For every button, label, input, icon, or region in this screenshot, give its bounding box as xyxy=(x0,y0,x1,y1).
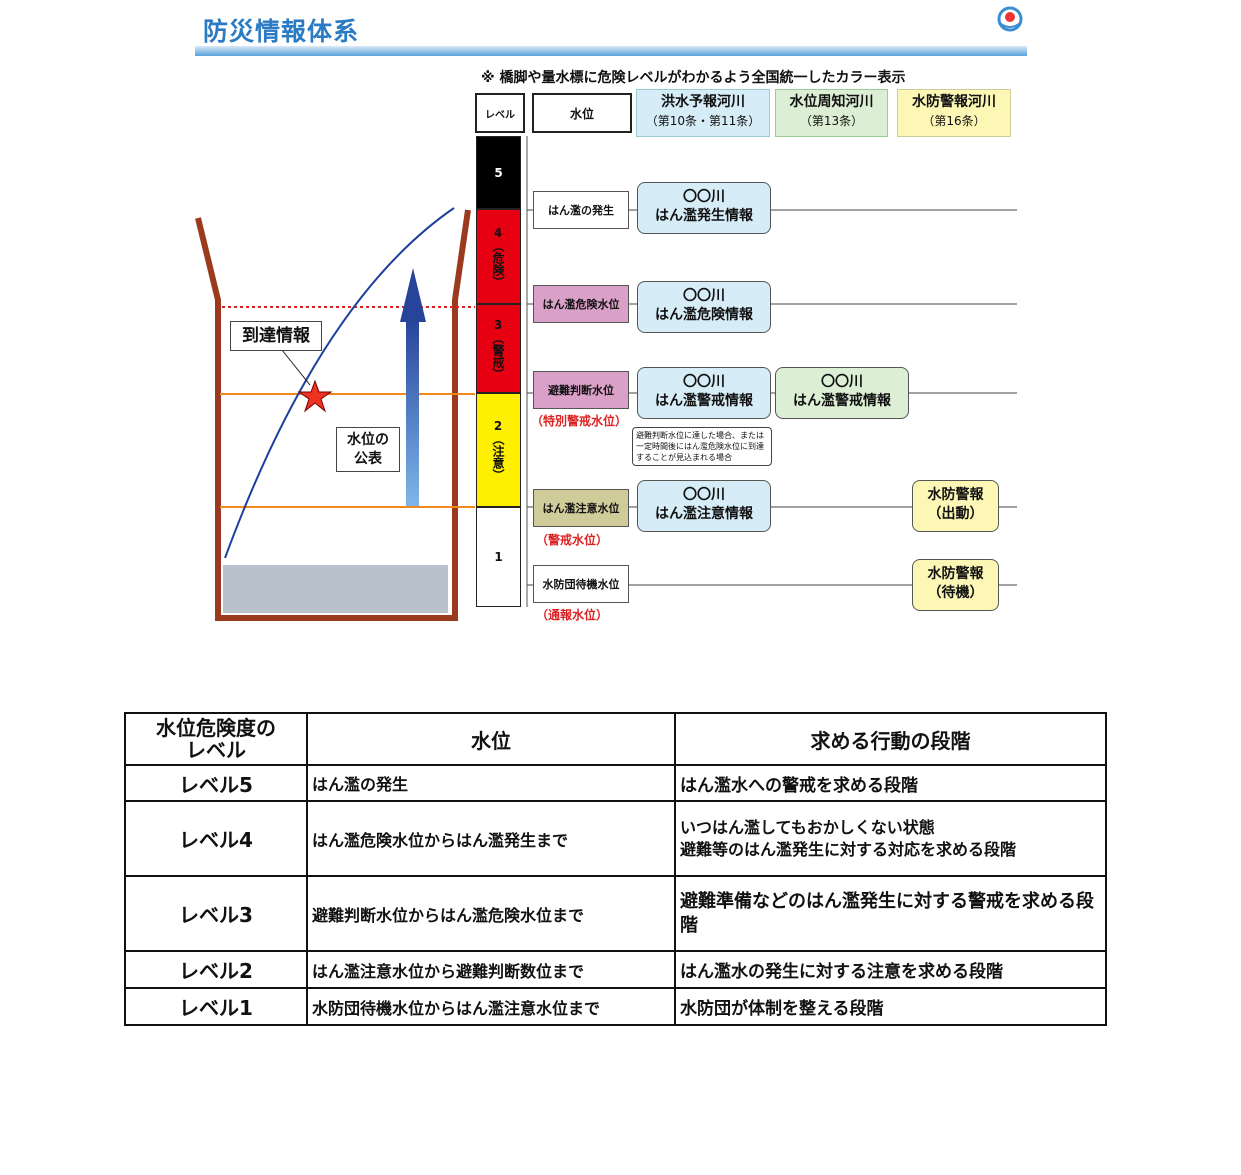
water-notice-river-header: 水位周知河川 （第13条） xyxy=(775,89,888,137)
cat1-sub: （第10条・第11条） xyxy=(645,114,761,128)
table-row: レベル3 避難判断水位からはん濫危険水位まで 避難準備などのはん濫発生に対する警… xyxy=(124,875,1107,952)
water-level-flood-caution: はん濫注意水位 xyxy=(533,489,629,527)
level-column-header: レベル xyxy=(475,93,525,133)
river-name: 〇〇川 xyxy=(683,189,725,205)
announce-text: 水位の公表 xyxy=(347,432,389,467)
level-2-bar: 2（注意） xyxy=(476,393,521,507)
water-level-column-header: 水位 xyxy=(532,93,632,133)
level-4-bar: 4（危険） xyxy=(476,209,521,304)
row-action: はん濫水への警戒を求める段階 xyxy=(674,764,1107,802)
river-name: 〇〇川 xyxy=(821,374,863,390)
flood-danger-info: 〇〇川 はん濫危険情報 xyxy=(637,281,771,333)
flood-caution-text: はん濫注意情報 xyxy=(655,506,753,522)
level-3-bar: 3（警戒） xyxy=(476,304,521,393)
suibo-sub: （待機） xyxy=(927,585,984,601)
flood-occur-info: 〇〇川 はん濫発生情報 xyxy=(637,182,771,234)
river-name: 〇〇川 xyxy=(683,374,725,390)
flood-occur-text: はん濫発生情報 xyxy=(655,208,753,224)
row-water: はん濫危険水位からはん濫発生まで xyxy=(306,800,676,877)
water-level-standby: 水防団待機水位 xyxy=(533,565,629,603)
flood-warn-text: はん濫警戒情報 xyxy=(655,393,753,409)
table-row: レベル5 はん濫の発生 はん濫水への警戒を求める段階 xyxy=(124,764,1107,802)
water-level-table: 水位危険度のレベル 水位 求める行動の段階 レベル5 はん濫の発生 はん濫水への… xyxy=(124,712,1107,1026)
table-row: レベル4 はん濫危険水位からはん濫発生まで いつはん濫してもおかしくない状態 避… xyxy=(124,800,1107,877)
suibo-sub: （出動） xyxy=(927,506,984,522)
color-note: ※ 橋脚や量水標に危険レベルがわかるよう全国統一したカラー表示 xyxy=(481,70,906,86)
row-action: いつはん濫してもおかしくない状態 避難等のはん濫発生に対する対応を求める段階 xyxy=(674,800,1107,877)
level-1-bar: 1 xyxy=(476,507,521,607)
table-row: レベル1 水防団待機水位からはん濫注意水位まで 水防団が体制を整える段階 xyxy=(124,987,1107,1026)
cat3-title: 水防警報河川 xyxy=(912,94,996,110)
water-level-evacuation: 避難判断水位 xyxy=(533,371,629,409)
river-name: 〇〇川 xyxy=(683,288,725,304)
suibo-title: 水防警報 xyxy=(927,487,984,503)
ministry-logo-icon xyxy=(997,6,1023,32)
header-action: 求める行動の段階 xyxy=(674,712,1107,766)
title-underline xyxy=(195,46,1027,56)
flood-caution-info: 〇〇川 はん濫注意情報 xyxy=(637,480,771,532)
flood-diagram xyxy=(195,136,1017,621)
arrival-info-label: 到達情報 xyxy=(230,321,322,351)
row-water: 避難判断水位からはん濫危険水位まで xyxy=(306,875,676,952)
cat2-sub: （第13条） xyxy=(799,114,864,128)
table-row: レベル2 はん濫注意水位から避難判断数位まで はん濫水の発生に対する注意を求める… xyxy=(124,950,1107,989)
row-action: 水防団が体制を整える段階 xyxy=(674,987,1107,1026)
header-water: 水位 xyxy=(306,712,676,766)
evacuation-note: 避難判断水位に達した場合、または一定時間後にはん濫危険水位に到達することが見込ま… xyxy=(632,427,772,466)
row-water: 水防団待機水位からはん濫注意水位まで xyxy=(306,987,676,1026)
flood-warn-info: 〇〇川 はん濫警戒情報 xyxy=(637,367,771,419)
water-level-announce-label: 水位の公表 xyxy=(336,427,400,472)
row-action: はん濫水の発生に対する注意を求める段階 xyxy=(674,950,1107,989)
row-level: レベル3 xyxy=(124,875,308,952)
row-action: 避難準備などのはん濫発生に対する警戒を求める段階 xyxy=(674,875,1107,952)
row-level: レベル2 xyxy=(124,950,308,989)
page-title: 防災情報体系 xyxy=(203,17,360,46)
row-level: レベル4 xyxy=(124,800,308,877)
header-level-text: 水位危険度のレベル xyxy=(156,716,276,762)
cat1-title: 洪水予報河川 xyxy=(661,94,745,110)
notice-level-label: （通報水位） xyxy=(536,608,609,622)
flood-forecast-river-header: 洪水予報河川 （第10条・第11条） xyxy=(636,89,770,137)
flood-fighting-standby: 水防警報 （待機） xyxy=(912,559,999,611)
row-water: はん濫の発生 xyxy=(306,764,676,802)
flood-fighting-river-header: 水防警報河川 （第16条） xyxy=(897,89,1011,137)
level-5-bar: 5 xyxy=(476,136,521,209)
water-level-flood-occur: はん濫の発生 xyxy=(533,191,629,229)
special-warning-level-label: （特別警戒水位） xyxy=(531,414,628,428)
water-level-flood-danger: はん濫危険水位 xyxy=(533,285,629,323)
cat2-title: 水位周知河川 xyxy=(789,94,874,110)
flood-danger-text: はん濫危険情報 xyxy=(655,307,753,323)
cat3-sub: （第16条） xyxy=(922,114,986,128)
suibo-title: 水防警報 xyxy=(927,566,984,582)
row-water: はん濫注意水位から避難判断数位まで xyxy=(306,950,676,989)
river-name: 〇〇川 xyxy=(683,487,725,503)
table-header-row: 水位危険度のレベル 水位 求める行動の段階 xyxy=(124,712,1107,766)
warning-level-label: （警戒水位） xyxy=(536,533,609,547)
row-level: レベル5 xyxy=(124,764,308,802)
row-level: レベル1 xyxy=(124,987,308,1026)
header-level: 水位危険度のレベル xyxy=(124,712,308,766)
flood-warn-info-notice-river: 〇〇川 はん濫警戒情報 xyxy=(775,367,909,419)
flood-fighting-dispatch: 水防警報 （出動） xyxy=(912,480,999,532)
flood-warn-text: はん濫警戒情報 xyxy=(793,393,891,409)
